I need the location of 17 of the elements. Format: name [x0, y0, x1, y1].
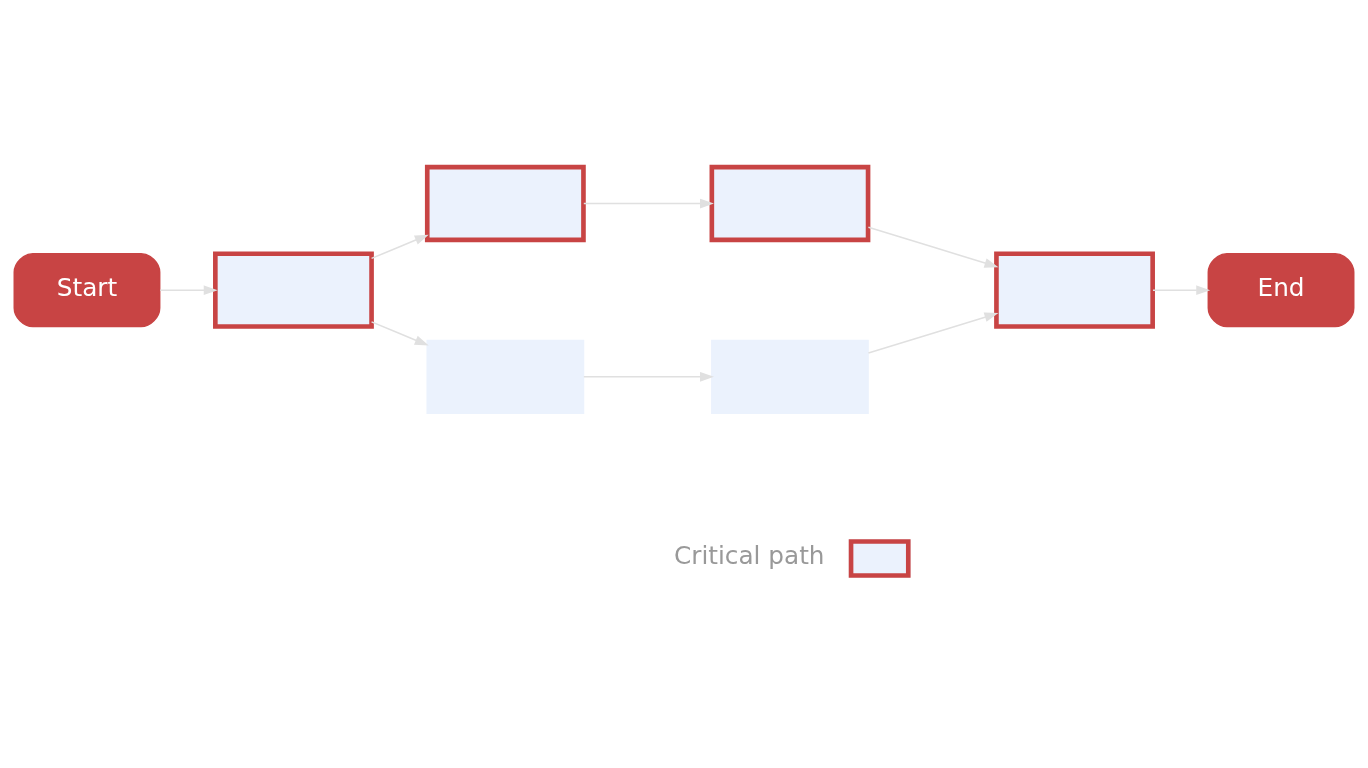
arrow: [1152, 284, 1211, 295]
arrow: [583, 198, 714, 208]
node-box: [709, 164, 871, 242]
node-box: [213, 251, 374, 329]
node-box: [711, 339, 869, 414]
node-box: End: [1207, 252, 1355, 327]
arrow: [867, 225, 999, 268]
arrow: [583, 371, 714, 382]
arrow: [159, 284, 218, 295]
legend-label: Critical path: [673, 540, 825, 570]
arrow: [370, 320, 429, 346]
node-box: [424, 164, 586, 242]
node-box: [994, 251, 1155, 329]
node-box: [426, 339, 585, 414]
arrow: [867, 312, 999, 354]
node-box: Start: [13, 252, 161, 327]
arrow: [370, 234, 429, 259]
